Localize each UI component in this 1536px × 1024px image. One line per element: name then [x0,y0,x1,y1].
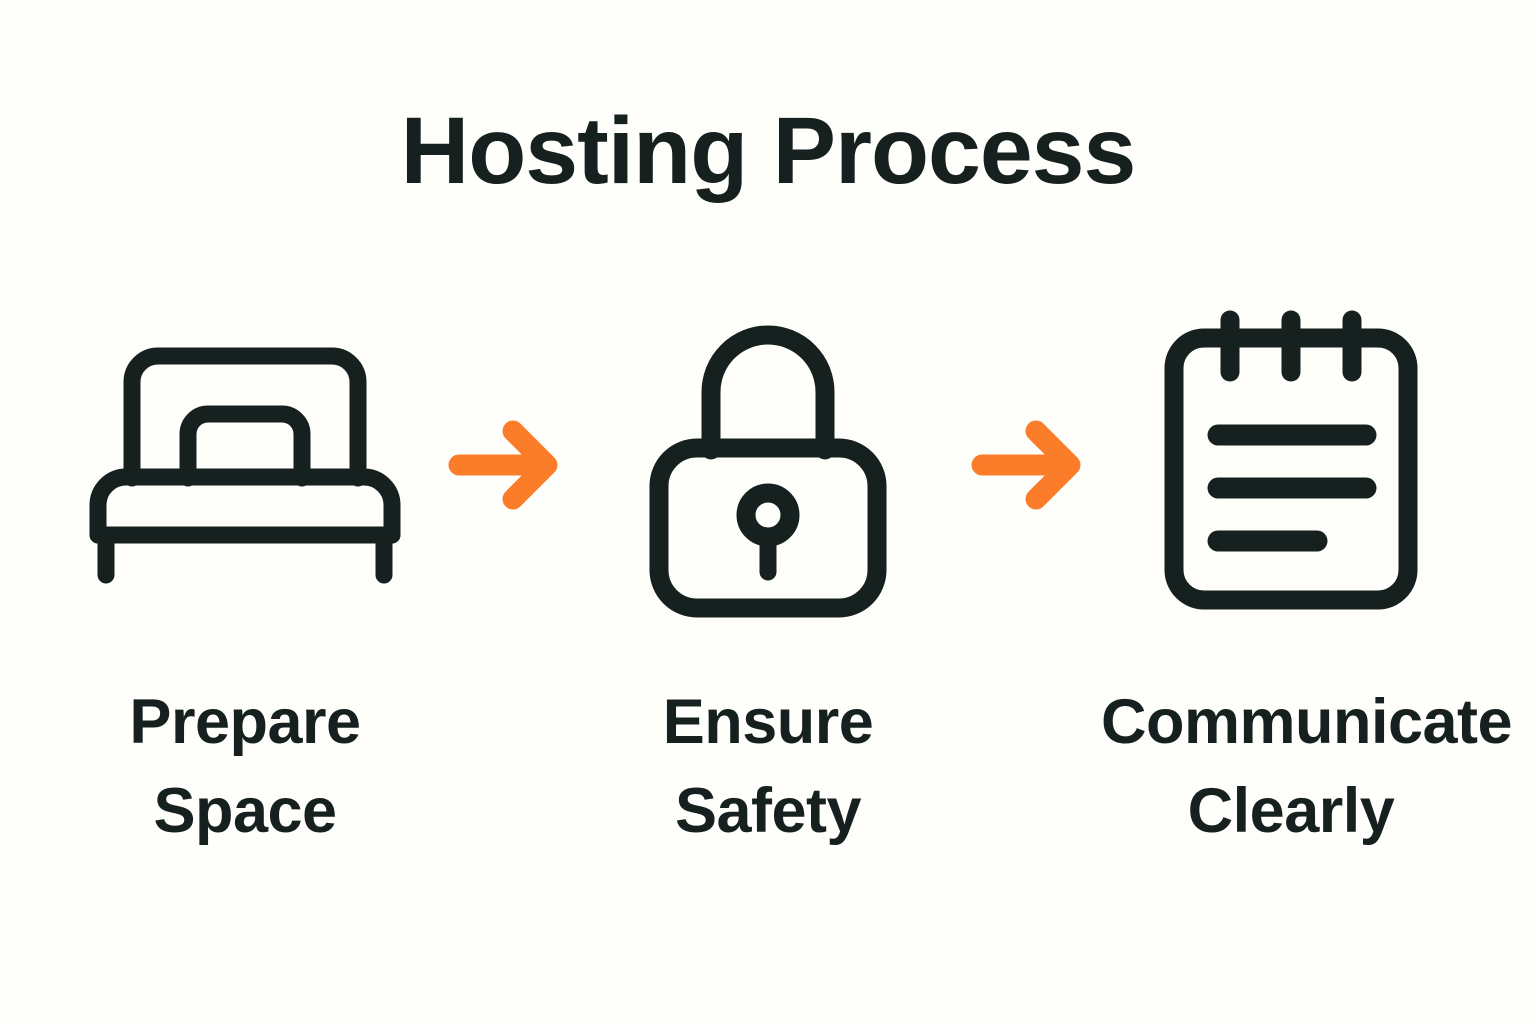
arrow-right-icon-1 [432,300,582,630]
notepad-icon [1126,300,1456,630]
step-label-line-2: Clearly [1187,776,1395,847]
page-title: Hosting Process [400,98,1137,204]
step-label-line-2: Safety [674,776,862,847]
process-steps-row: Prepare Space [60,300,1513,857]
bed-icon [80,300,410,630]
step-label-communicate-clearly: Communicate Clearly [1101,678,1513,857]
step-label-line-1: Prepare [129,687,361,757]
arrow-right-icon-2 [955,300,1105,630]
step-label-line-1: Ensure [662,687,874,757]
process-step-ensure-safety[interactable]: Ensure Safety [583,300,953,857]
step-label-line-1: Communicate [1101,687,1513,757]
process-step-prepare-space[interactable]: Prepare Space [60,300,430,857]
step-label-prepare-space: Prepare Space [129,678,361,857]
lock-icon [603,300,933,630]
step-label-ensure-safety: Ensure Safety [663,678,874,857]
process-step-communicate-clearly[interactable]: Communicate Clearly [1101,300,1513,857]
step-label-line-2: Space [153,776,337,847]
